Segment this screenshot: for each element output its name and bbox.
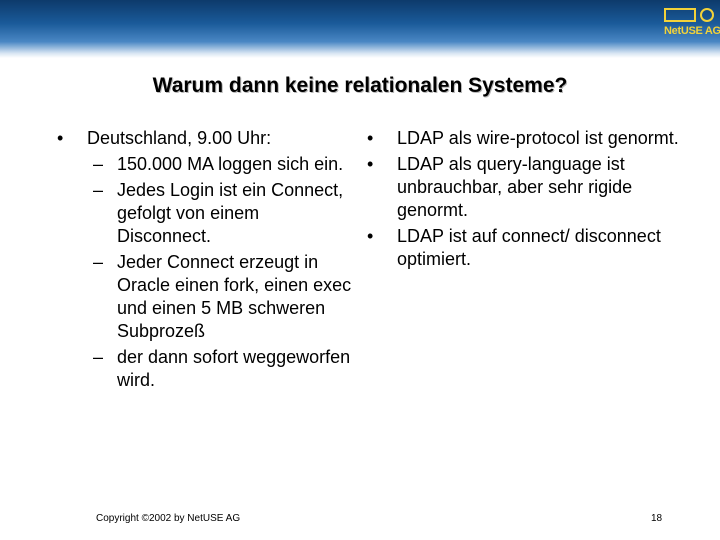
footer-copyright: Copyright ©2002 by NetUSE AG bbox=[96, 513, 241, 524]
right-bullet-list: • LDAP als wire-protocol ist genormt. • … bbox=[365, 127, 685, 271]
bullet-text: Deutschland, 9.00 Uhr: bbox=[87, 128, 272, 148]
bullet-icon: • bbox=[57, 128, 64, 148]
bullet-text: LDAP als query-language ist unbrauchbar,… bbox=[397, 154, 633, 220]
page-number: 18 bbox=[651, 513, 663, 524]
left-bullet-list: • Deutschland, 9.00 Uhr: – 150.000 MA lo… bbox=[55, 127, 355, 392]
slide-title: Warum dann keine relationalen Systeme? bbox=[152, 74, 568, 97]
bullet-text: LDAP ist auf connect/ disconnect optimie… bbox=[397, 226, 661, 269]
list-item: • LDAP als query-language ist unbrauchba… bbox=[365, 153, 685, 222]
list-item: – 150.000 MA loggen sich ein. bbox=[55, 153, 355, 176]
list-item: • Deutschland, 9.00 Uhr: bbox=[55, 127, 355, 150]
bullet-icon: • bbox=[367, 128, 374, 148]
logo-circle-icon bbox=[700, 8, 714, 22]
subbullet-text: der dann sofort weggeworfen wird. bbox=[117, 347, 351, 390]
subbullet-text: Jeder Connect erzeugt in Oracle einen fo… bbox=[117, 252, 352, 341]
list-item: – der dann sofort weggeworfen wird. bbox=[55, 346, 355, 392]
subbullet-text: 150.000 MA loggen sich ein. bbox=[117, 154, 344, 174]
bullet-text: LDAP als wire-protocol ist genormt. bbox=[397, 128, 679, 148]
right-column: • LDAP als wire-protocol ist genormt. • … bbox=[365, 127, 685, 274]
subbullet-text: Jedes Login ist ein Connect, gefolgt von… bbox=[117, 180, 344, 246]
dash-icon: – bbox=[93, 252, 104, 272]
list-item: • LDAP als wire-protocol ist genormt. bbox=[365, 127, 685, 150]
dash-icon: – bbox=[93, 347, 104, 367]
bullet-icon: • bbox=[367, 226, 374, 246]
logo-rectangle-icon bbox=[664, 8, 696, 22]
netuse-logo: NetUSE AG bbox=[664, 6, 720, 42]
logo-text: NetUSE AG bbox=[664, 25, 720, 37]
list-item: – Jedes Login ist ein Connect, gefolgt v… bbox=[55, 179, 355, 248]
left-column: • Deutschland, 9.00 Uhr: – 150.000 MA lo… bbox=[55, 127, 355, 395]
list-item: – Jeder Connect erzeugt in Oracle einen … bbox=[55, 251, 355, 343]
header-band bbox=[0, 0, 720, 58]
dash-icon: – bbox=[93, 180, 104, 200]
bullet-icon: • bbox=[367, 154, 374, 174]
dash-icon: – bbox=[93, 154, 104, 174]
list-item: • LDAP ist auf connect/ disconnect optim… bbox=[365, 225, 685, 271]
